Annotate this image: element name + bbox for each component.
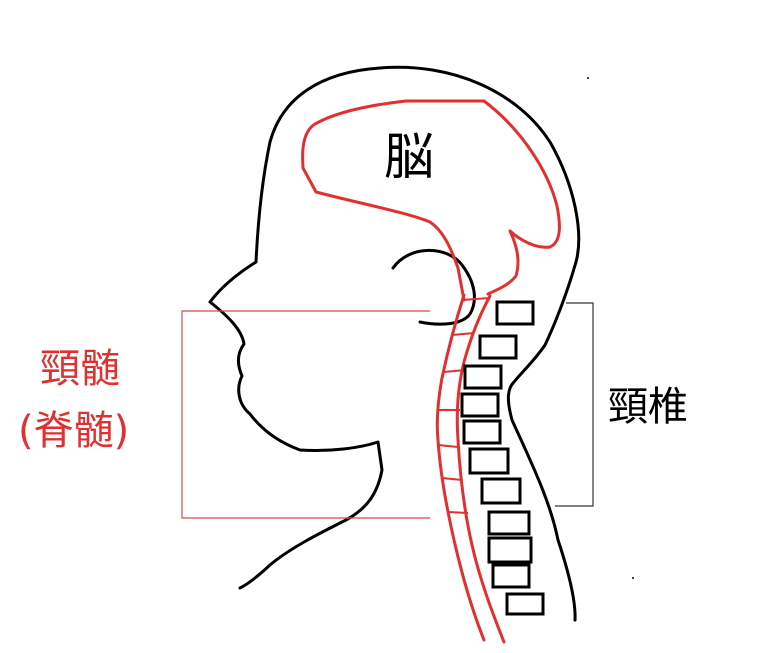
cervical-vertebrae-label: 頸椎 <box>608 387 688 427</box>
cord-segment <box>448 512 468 513</box>
vertebra <box>470 449 508 473</box>
spinal-cord-label: (脊髄) <box>18 411 129 451</box>
vertebra <box>489 512 529 534</box>
cord-segment <box>438 445 458 447</box>
vertebra <box>480 336 516 358</box>
vertebra <box>465 366 501 388</box>
stray-dot <box>632 577 634 579</box>
head-outline <box>210 68 382 588</box>
vertebra <box>507 594 543 614</box>
stray-dot <box>587 77 589 79</box>
vertebra <box>464 421 500 443</box>
vertebra <box>489 538 531 562</box>
cord-segment <box>442 478 462 480</box>
brain-label: 脳 <box>384 132 434 182</box>
vertebra <box>462 394 498 416</box>
vertebra <box>482 479 520 503</box>
brain-outline-back <box>484 101 559 294</box>
vertebrae-bracket <box>555 303 593 506</box>
cord-bracket <box>182 311 430 518</box>
cord-segment <box>462 298 490 300</box>
vertebra <box>493 565 529 587</box>
cord-segment <box>452 333 474 335</box>
cervical-spinal-cord-label: 頸髄 <box>40 349 120 389</box>
vertebra <box>497 302 533 324</box>
